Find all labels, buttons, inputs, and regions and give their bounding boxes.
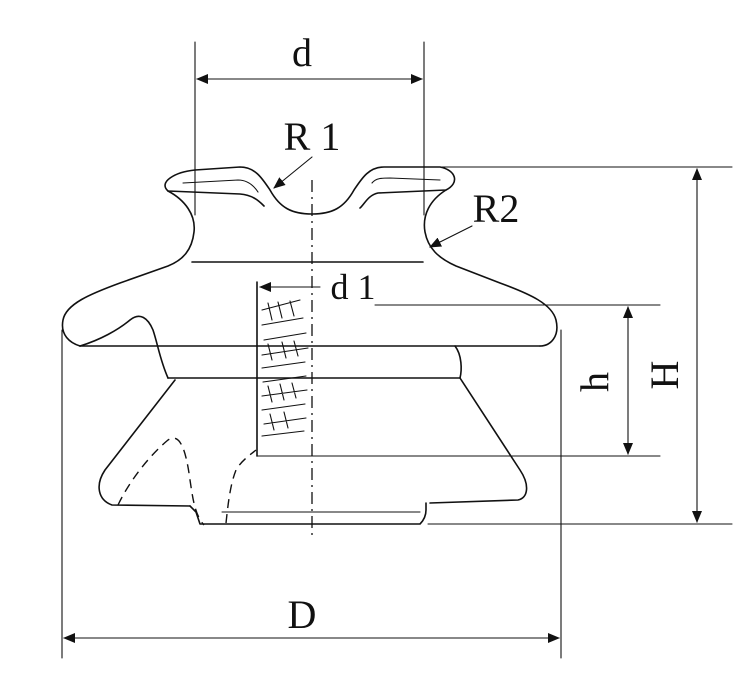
dimension-d1: d 1 — [259, 267, 376, 307]
r1-leader — [273, 156, 313, 189]
label-d: d — [292, 30, 312, 75]
neck-right — [423, 189, 558, 347]
top-rim — [194, 166, 456, 215]
label-h: h — [572, 372, 617, 392]
dimension-D: D — [61, 329, 562, 659]
thread-hatch — [261, 299, 309, 437]
dimension-r1: R 1 — [273, 114, 341, 189]
hidden-left — [117, 437, 205, 526]
lower-band-right — [454, 345, 462, 379]
base-foot — [189, 502, 427, 525]
top-rim-inner-left — [182, 179, 259, 193]
r2-leader — [429, 225, 473, 248]
hidden-right — [225, 449, 257, 524]
top-rim-left — [164, 169, 265, 207]
top-rim-inner-right — [371, 177, 441, 184]
insulator-body — [61, 166, 558, 525]
dimension-h: h — [256, 304, 661, 457]
skirt-right — [429, 377, 528, 504]
neck-left — [61, 190, 195, 347]
dimension-d: d — [194, 30, 425, 216]
label-r1: R 1 — [284, 114, 341, 159]
hidden-inner-profile — [117, 437, 257, 526]
section-break-upper — [79, 315, 169, 379]
thread-section — [256, 281, 309, 457]
skirt-left — [98, 379, 191, 507]
label-H: H — [642, 361, 687, 390]
label-d1: d 1 — [331, 267, 376, 307]
dimension-H: H — [427, 166, 733, 525]
label-r2: R2 — [473, 186, 520, 231]
label-D: D — [288, 592, 317, 637]
dimension-r2: R2 — [429, 186, 520, 248]
